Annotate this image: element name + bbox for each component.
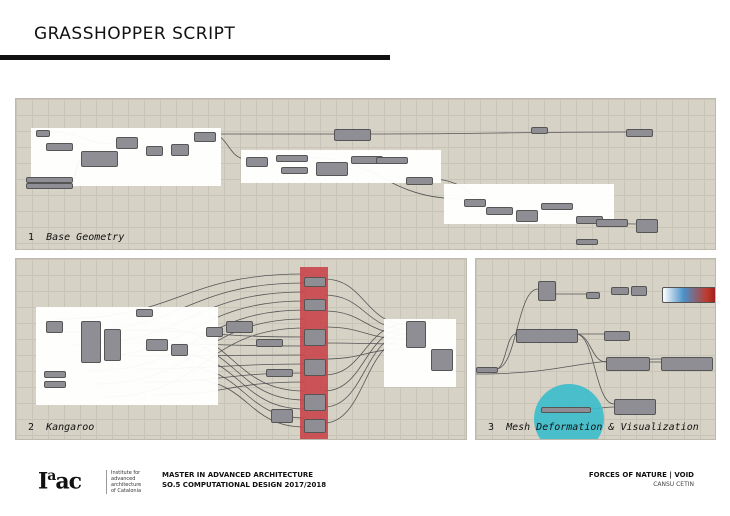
component-node[interactable] (281, 167, 308, 174)
wire (575, 333, 607, 363)
component-node[interactable] (541, 203, 573, 210)
component-node[interactable] (146, 146, 163, 156)
component-node[interactable] (81, 151, 118, 167)
component-node[interactable] (136, 309, 153, 317)
panel-caption: 3 Mesh Deformation & Visualization (488, 422, 699, 433)
highlight-column (300, 267, 328, 439)
project-info: FORCES OF NATURE | VOID CANSU CETIN (588, 471, 694, 488)
component-node[interactable] (276, 155, 308, 162)
component-node[interactable] (26, 177, 73, 183)
component-node[interactable] (171, 344, 188, 356)
title-underline (0, 55, 390, 60)
component-node[interactable] (226, 321, 253, 333)
component-node[interactable] (464, 199, 486, 207)
component-node[interactable] (541, 407, 591, 413)
component-node[interactable] (431, 349, 453, 371)
component-node[interactable] (531, 127, 548, 134)
component-node[interactable] (376, 157, 408, 164)
wire (323, 278, 407, 325)
component-node[interactable] (626, 129, 653, 137)
component-node[interactable] (604, 331, 630, 341)
component-node[interactable] (596, 219, 628, 227)
component-node[interactable] (304, 329, 326, 346)
component-node[interactable] (246, 157, 268, 167)
iaac-logo: Iaac (38, 468, 82, 495)
panel-mesh-deformation[interactable]: 3 Mesh Deformation & Visualization (475, 258, 716, 440)
component-node[interactable] (304, 299, 326, 311)
component-node[interactable] (476, 367, 498, 373)
panel-kangaroo[interactable]: 2 Kangaroo (15, 258, 467, 440)
wire (575, 333, 615, 405)
component-node[interactable] (206, 327, 223, 337)
panel-caption: 2 Kangaroo (28, 422, 95, 433)
component-node[interactable] (304, 419, 326, 433)
component-node[interactable] (316, 162, 348, 176)
component-node[interactable] (636, 219, 658, 233)
component-node[interactable] (271, 409, 293, 423)
component-node[interactable] (516, 329, 578, 343)
gradient-legend[interactable] (662, 287, 715, 303)
component-node[interactable] (576, 239, 598, 245)
component-node[interactable] (36, 130, 50, 137)
component-node[interactable] (81, 321, 101, 363)
panel-base-geometry[interactable]: 1 Base Geometry (15, 98, 716, 250)
component-node[interactable] (46, 321, 63, 333)
component-node[interactable] (266, 369, 293, 377)
component-node[interactable] (611, 287, 629, 295)
component-node[interactable] (406, 177, 433, 185)
component-node[interactable] (116, 137, 138, 149)
component-node[interactable] (631, 286, 647, 296)
wire (495, 333, 517, 370)
component-node[interactable] (46, 143, 73, 151)
component-node[interactable] (171, 144, 189, 156)
component-node[interactable] (104, 329, 121, 361)
component-node[interactable] (661, 357, 713, 371)
component-node[interactable] (26, 183, 73, 189)
component-node[interactable] (194, 132, 216, 142)
component-node[interactable] (146, 339, 168, 351)
component-node[interactable] (304, 277, 326, 287)
component-node[interactable] (516, 210, 538, 222)
component-node[interactable] (304, 359, 326, 376)
component-node[interactable] (44, 371, 66, 378)
component-node[interactable] (614, 399, 656, 415)
component-node[interactable] (304, 394, 326, 411)
node-group (36, 307, 218, 405)
wire (368, 131, 627, 135)
page-title: GRASSHOPPER SCRIPT (34, 24, 236, 44)
component-node[interactable] (486, 207, 513, 215)
component-node[interactable] (586, 292, 600, 299)
component-node[interactable] (406, 321, 426, 348)
component-node[interactable] (538, 281, 556, 301)
component-node[interactable] (334, 129, 371, 141)
component-node[interactable] (256, 339, 283, 347)
component-node[interactable] (606, 357, 650, 371)
panel-caption: 1 Base Geometry (28, 232, 125, 243)
component-node[interactable] (44, 381, 66, 388)
